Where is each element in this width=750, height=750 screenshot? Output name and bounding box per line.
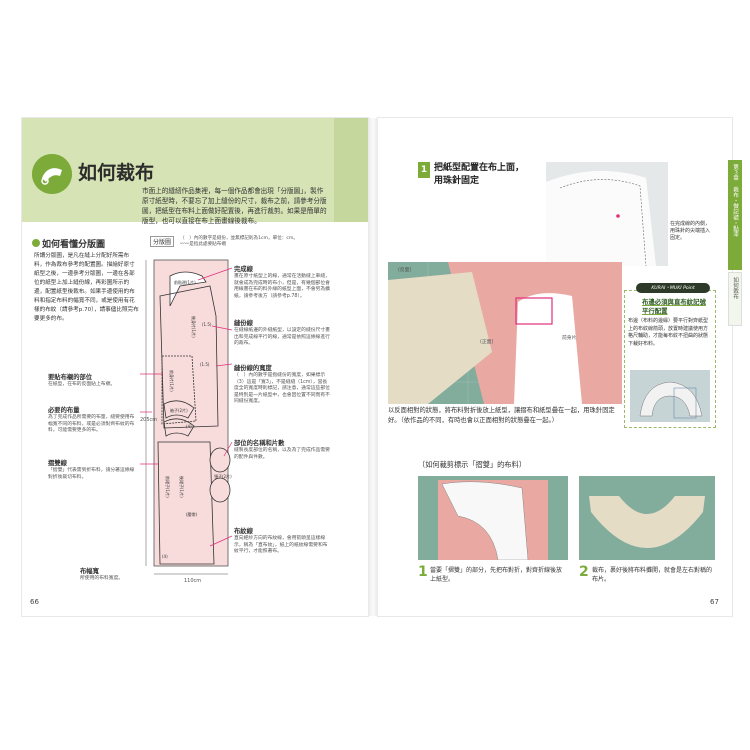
step-title: 把紙型配置在布上面， 用珠針固定 bbox=[434, 163, 525, 186]
annotation-body: 「摺雙」代表需到折布料，請分著這條線對折後裁切布料。 bbox=[48, 468, 135, 480]
annotation-title: 部位的名稱和片數 bbox=[234, 440, 285, 447]
callout-text: 在完成線的內側，用珠針的尖端插入固定。 bbox=[670, 221, 711, 241]
piece-label: (腰帶) bbox=[186, 511, 198, 517]
scissors-icon bbox=[32, 154, 72, 194]
annotation-body: 在紙型，在布的反面貼上布襯。 bbox=[48, 382, 116, 387]
margin-label: (1.5) bbox=[202, 322, 212, 327]
sub-heading: 〔如何裁剪標示「摺雙」的布料〕 bbox=[418, 460, 526, 469]
width-label: 110cm bbox=[184, 578, 201, 584]
page-number-right: 67 bbox=[710, 598, 719, 606]
piece-label: 領子(2片) bbox=[214, 473, 232, 479]
margin-label: (4) bbox=[162, 554, 168, 559]
annotation-body: 所使用的布料寬度。 bbox=[80, 576, 124, 581]
diagram-legend: （ ）內的數字是縫份，並無標記則為1cm，單位：cm。 〰〰是指此處要貼布襯 bbox=[180, 236, 298, 247]
step-caption: 當要「摺雙」的部分，先把布對折，對齊折線後放上紙型。 bbox=[430, 567, 563, 583]
chapter-tab: 第３章 裁布・做記號・點漆 bbox=[728, 160, 742, 270]
step-caption: 裁布，裹好後將布料攤開，就會是左右對稱的布片。 bbox=[592, 567, 713, 583]
diagram-label: 分版圖 bbox=[150, 236, 175, 247]
annotation-title: 完成線 bbox=[234, 266, 253, 273]
annotation-title: 布幅寬 bbox=[80, 568, 99, 575]
annotation-title: 縫份線的寬度 bbox=[234, 365, 272, 372]
closeup-photo bbox=[546, 162, 668, 267]
photo-caption: 以反面相對的狀態，將布料對折後放上紙型，讓摺布和紙型疊在一起，用珠針固定好。（依… bbox=[388, 407, 615, 424]
annotation-body: 畫在原寸紙型上的線，通常在活動縫上車縫，就會成為完成時的布小，但是，有幾個部位會… bbox=[234, 274, 330, 299]
annotation-body: 縫製長度部位的名稱，以及為了完成作品需要的配件與件數。 bbox=[234, 448, 330, 460]
step-number: 1 bbox=[418, 564, 428, 580]
annotation-title: 布紋線 bbox=[234, 528, 253, 535]
step-number: 2 bbox=[579, 564, 589, 580]
annotation-body: 在縫線紙邊的外縫紙型，以設定的縫份尺寸畫出和完成線平行的線，通常是依照這條線進行… bbox=[234, 328, 330, 346]
piece-label: 前身片(1片) bbox=[169, 370, 175, 392]
piece-label: 後身片(1片) bbox=[191, 316, 197, 338]
margin-label: (1.5) bbox=[200, 362, 210, 367]
page-title: 如何裁布 bbox=[78, 162, 155, 184]
step-photo-fold bbox=[418, 476, 568, 561]
tip-text: 布邊（布料的邊緣）要平行對齊紙型上的布紋線箭頭，放置時建議使用方格尺輔助，才能每… bbox=[628, 318, 709, 347]
page-number-left: 66 bbox=[30, 598, 39, 606]
annotation-title: 必要的布量 bbox=[48, 407, 80, 414]
section-bullet bbox=[32, 239, 40, 247]
annotation-body: 直向經紗方向的布紋線，會用箭頭呈這樣線示，稱為「直布紋」，紙上的紙紋線需要和布紋… bbox=[234, 536, 328, 554]
annotation-body: 為了完成作品所需要的布量，縫要使用布幅寬不同的布料，或是必須對齊布紋的布料，可能… bbox=[48, 415, 135, 433]
margin-label: (4) bbox=[186, 424, 192, 429]
piece-label: 後裙子(1片) bbox=[179, 476, 185, 498]
piece-label: 前貼邊(1片) bbox=[174, 279, 196, 285]
annotation-title: 摺雙線 bbox=[48, 460, 67, 467]
piece-label: 袖子(2片) bbox=[170, 407, 188, 413]
annotation-body: （ ）內的數字是指縫份的寬度，如果標示（3）這是「寬3」，不是縫縫（1cm），當… bbox=[234, 373, 330, 404]
photo-label-surface: (反面) bbox=[398, 268, 412, 273]
header-band bbox=[22, 118, 334, 222]
section-text: 所謂分版圖，是凡在縫上分配好所需布料，作為裁布參考的配置圖。描繪好原寸紙型之後，… bbox=[34, 253, 139, 322]
book-spine bbox=[368, 118, 378, 616]
cutting-photo bbox=[388, 262, 622, 404]
annotation-title: 要貼布襯的部位 bbox=[48, 374, 93, 381]
step-photo-cut bbox=[579, 476, 715, 560]
tip-photo bbox=[630, 370, 710, 422]
section-tab: 如何裁布 bbox=[728, 272, 742, 326]
annotation-title: 縫份線 bbox=[234, 320, 253, 327]
tip-title: 布邊必須與直布紋記號平行配置 bbox=[642, 298, 706, 315]
intro-text: 市面上的縫紉作品集裡，每一個作品都會出現「分版圖」，製作原寸紙型時，不要忘了加上… bbox=[142, 187, 327, 225]
photo-label-piece: 前身片 bbox=[562, 336, 577, 341]
height-label: 205cm bbox=[140, 417, 157, 423]
photo-label-front: (正面) bbox=[480, 340, 494, 345]
section-title: 如何看懂分版圖 bbox=[42, 240, 106, 250]
pattern-layout-diagram: 205cm 110cm 前貼邊(1片) 後身片(1片) 前身片(1片) 袖子(2… bbox=[140, 259, 233, 584]
step-badge: 1 bbox=[418, 162, 430, 178]
header-strip bbox=[334, 118, 368, 222]
tip-tag: KURAI・MUKI Point bbox=[636, 283, 710, 293]
piece-label: 前裙子(1片) bbox=[165, 476, 171, 498]
